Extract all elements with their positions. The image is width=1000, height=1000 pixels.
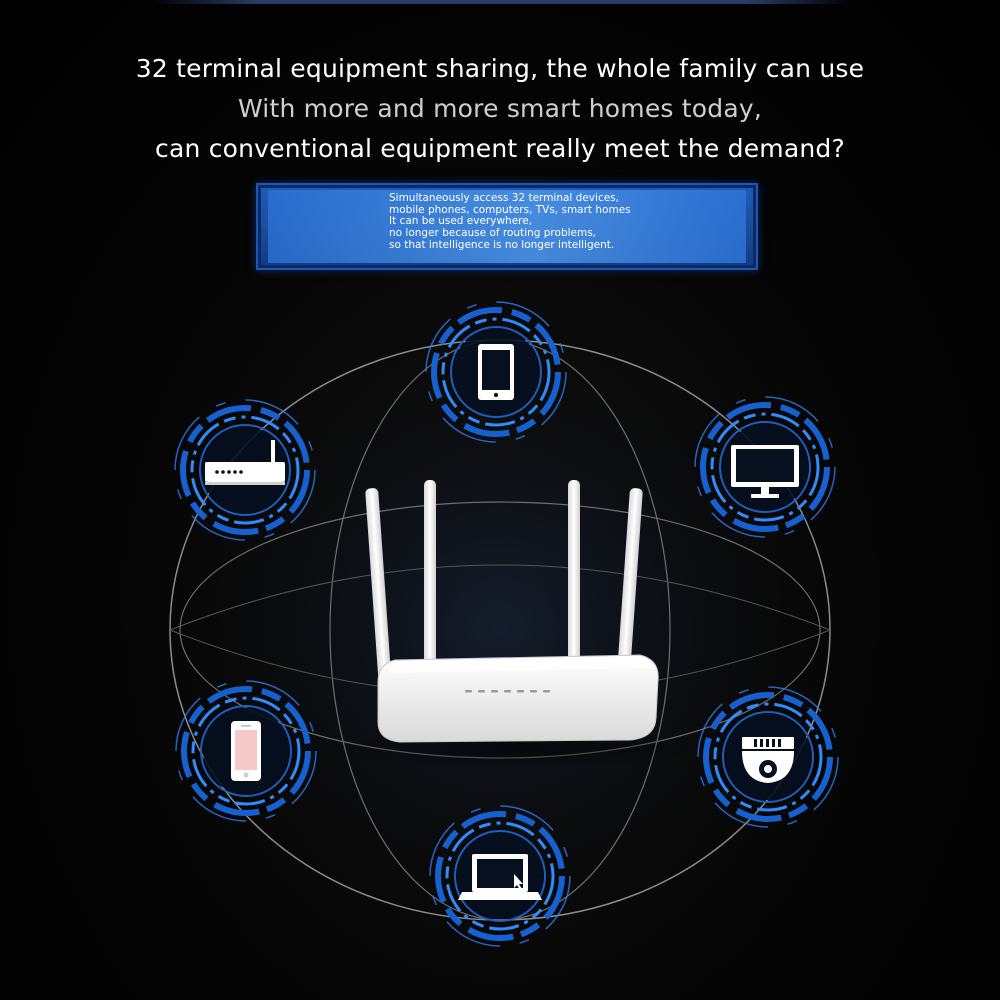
info-box-text: Simultaneously access 32 terminal device…	[389, 192, 631, 252]
globe-wireframe	[169, 339, 831, 921]
laptop-node	[430, 806, 570, 946]
monitor-node	[695, 397, 835, 537]
router	[328, 480, 708, 770]
headline-line-2: With more and more smart homes today,	[237, 94, 763, 123]
security-camera-node	[698, 687, 838, 827]
router-antenna	[424, 480, 436, 676]
top-divider	[152, 0, 852, 4]
info-line: It can be used everywhere,	[389, 215, 533, 228]
tablet-node	[426, 302, 566, 442]
router-antenna	[616, 488, 643, 688]
headline-line-1: 32 terminal equipment sharing, the whole…	[135, 54, 865, 83]
smartphone-node	[176, 681, 316, 821]
router-status-leds	[465, 690, 550, 693]
info-box: Simultaneously access 32 terminal device…	[256, 183, 758, 270]
info-line: no longer because of routing problems,	[389, 227, 597, 240]
smartphone-icon	[231, 721, 261, 781]
info-line: Simultaneously access 32 terminal device…	[389, 192, 619, 204]
info-box-panel	[268, 190, 746, 263]
laptop-icon	[458, 854, 542, 900]
monitor-icon	[731, 445, 799, 498]
security-camera-icon	[742, 737, 794, 783]
info-line: so that intelligence is no longer intell…	[389, 238, 615, 251]
router-antenna	[365, 488, 392, 688]
router-box-node	[175, 400, 315, 540]
headline-line-3: can conventional equipment really meet t…	[155, 134, 845, 163]
router-antenna	[568, 480, 580, 676]
info-line: mobile phones, computers, TVs, smart hom…	[389, 203, 631, 216]
tablet-icon	[478, 344, 514, 400]
router-box-icon	[205, 440, 285, 485]
